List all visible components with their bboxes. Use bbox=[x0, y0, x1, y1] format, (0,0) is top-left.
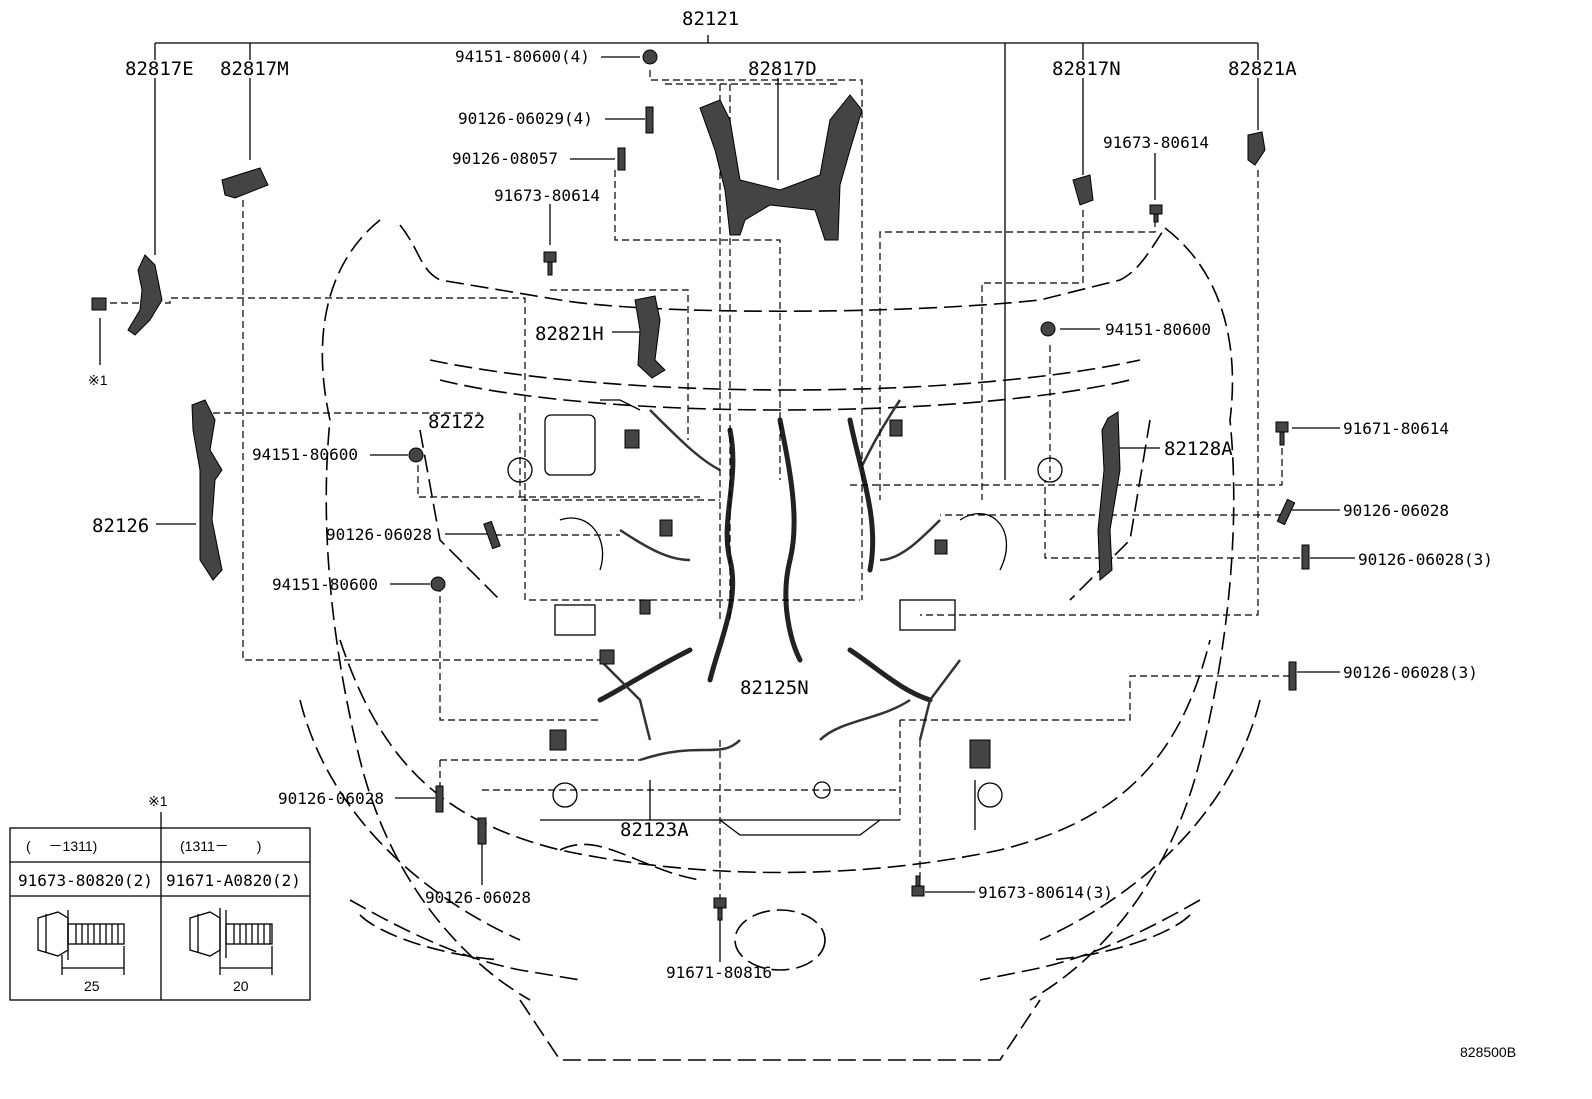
label-82122: 82122 bbox=[428, 411, 485, 433]
bolt-91673-80614-b-part bbox=[1149, 204, 1163, 223]
nut-94151-80600-l1-part bbox=[408, 447, 424, 463]
dashed-connections bbox=[110, 70, 1300, 900]
nut-94151-80600-4-part bbox=[642, 49, 658, 65]
label-82123a: 82123A bbox=[620, 819, 689, 841]
label-82821h: 82821H bbox=[535, 323, 604, 345]
label-91673-80614-3: 91673-80614(3) bbox=[978, 883, 1113, 902]
label-90126-06028-3a: 90126-06028(3) bbox=[1358, 550, 1493, 569]
stud-90126-08057-part bbox=[617, 147, 626, 171]
label-94151-80600-l1: 94151-80600 bbox=[252, 445, 358, 464]
note-table-col2-part: 91671-A0820(2) bbox=[166, 871, 301, 890]
bolt-25mm-drawing bbox=[37, 910, 125, 975]
diagram-code: 828500B bbox=[1460, 1044, 1516, 1060]
label-90126-06028-3b: 90126-06028(3) bbox=[1343, 663, 1478, 682]
label-90126-06029-4: 90126-06029(4) bbox=[458, 109, 593, 128]
bracket-82821h-part bbox=[634, 295, 666, 379]
label-82126: 82126 bbox=[92, 515, 149, 537]
stud-90126-06029-part bbox=[645, 106, 654, 134]
vehicle-body-outline bbox=[299, 219, 1261, 1061]
parts bbox=[91, 49, 1310, 921]
bracket-82817e-part bbox=[127, 254, 163, 336]
label-90126-06028-l2: 90126-06028 bbox=[278, 789, 384, 808]
label-90126-06028-l3: 90126-06028 bbox=[425, 888, 531, 907]
bolt-91671-80816-part bbox=[713, 897, 727, 921]
clip-82821a-part bbox=[1247, 131, 1266, 166]
stud-90126-06028-r1-part bbox=[1276, 498, 1296, 526]
stud-90126-06028-l1-part bbox=[483, 520, 501, 550]
label-note1-ref-top: ※1 bbox=[148, 793, 168, 809]
stud-90126-06028-3a-part bbox=[1301, 544, 1310, 570]
label-82817e: 82817E bbox=[125, 58, 194, 80]
leader-lines bbox=[99, 56, 1355, 962]
label-82821a: 82821A bbox=[1228, 58, 1297, 80]
label-82128a: 82128A bbox=[1164, 438, 1233, 460]
label-91673-80614-b: 91673-80614 bbox=[1103, 133, 1209, 152]
stud-90126-06028-l2-part bbox=[435, 785, 444, 813]
note-table-col1-part: 91673-80820(2) bbox=[18, 871, 153, 890]
label-90126-06028-l1: 90126-06028 bbox=[326, 525, 432, 544]
label-94151-80600-l2: 94151-80600 bbox=[272, 575, 378, 594]
label-94151-80600-r: 94151-80600 bbox=[1105, 320, 1211, 339]
label-82817m: 82817M bbox=[220, 58, 289, 80]
nut-94151-80600-l2-part bbox=[430, 576, 446, 592]
bolt-note1-part bbox=[91, 297, 107, 311]
stud-90126-06028-3b-part bbox=[1288, 661, 1297, 691]
note-table-col2-range: (1311－ ) bbox=[180, 838, 261, 854]
label-82121: 82121 bbox=[682, 8, 739, 30]
clamp-82817n-part bbox=[1072, 174, 1094, 206]
label-note1-ref: ※1 bbox=[88, 372, 108, 388]
label-90126-08057: 90126-08057 bbox=[452, 149, 558, 168]
note-table-col1-length: 25 bbox=[84, 978, 100, 994]
note-table-col2-length: 20 bbox=[233, 978, 249, 994]
label-91671-80816: 91671-80816 bbox=[666, 963, 772, 982]
bracket-82817d-part bbox=[699, 94, 863, 241]
label-82817d: 82817D bbox=[748, 58, 817, 80]
protector-82126-part bbox=[191, 399, 223, 581]
label-82817n: 82817N bbox=[1052, 58, 1121, 80]
stud-90126-06028-l3-part bbox=[477, 817, 487, 845]
note-table: ( －1311) (1311－ ) 91673-80820(2) 91671-A… bbox=[9, 812, 311, 1001]
nut-94151-80600-r-part bbox=[1040, 321, 1056, 337]
bolt-20mm-drawing bbox=[189, 908, 273, 975]
label-90126-06028-r1: 90126-06028 bbox=[1343, 501, 1449, 520]
bolt-91671-80614-part bbox=[1275, 421, 1289, 446]
label-94151-80600-4: 94151-80600(4) bbox=[455, 47, 590, 66]
label-91671-80614: 91671-80614 bbox=[1343, 419, 1449, 438]
engine-bay bbox=[507, 399, 1063, 836]
protector-82128a-part bbox=[1097, 411, 1121, 582]
bolt-91673-80614-3-part bbox=[911, 875, 925, 897]
label-91673-80614-a: 91673-80614 bbox=[494, 186, 600, 205]
bolt-91673-80614-a-part bbox=[543, 251, 557, 276]
label-82125n: 82125N bbox=[740, 677, 809, 699]
clamp-82817m-part bbox=[221, 167, 269, 199]
part-labels: 82121 82817E 82817M 82817D 82817N 82821A… bbox=[88, 8, 1516, 1060]
note-table-col1-range: ( －1311) bbox=[26, 838, 97, 854]
leader-82121 bbox=[154, 35, 1259, 480]
